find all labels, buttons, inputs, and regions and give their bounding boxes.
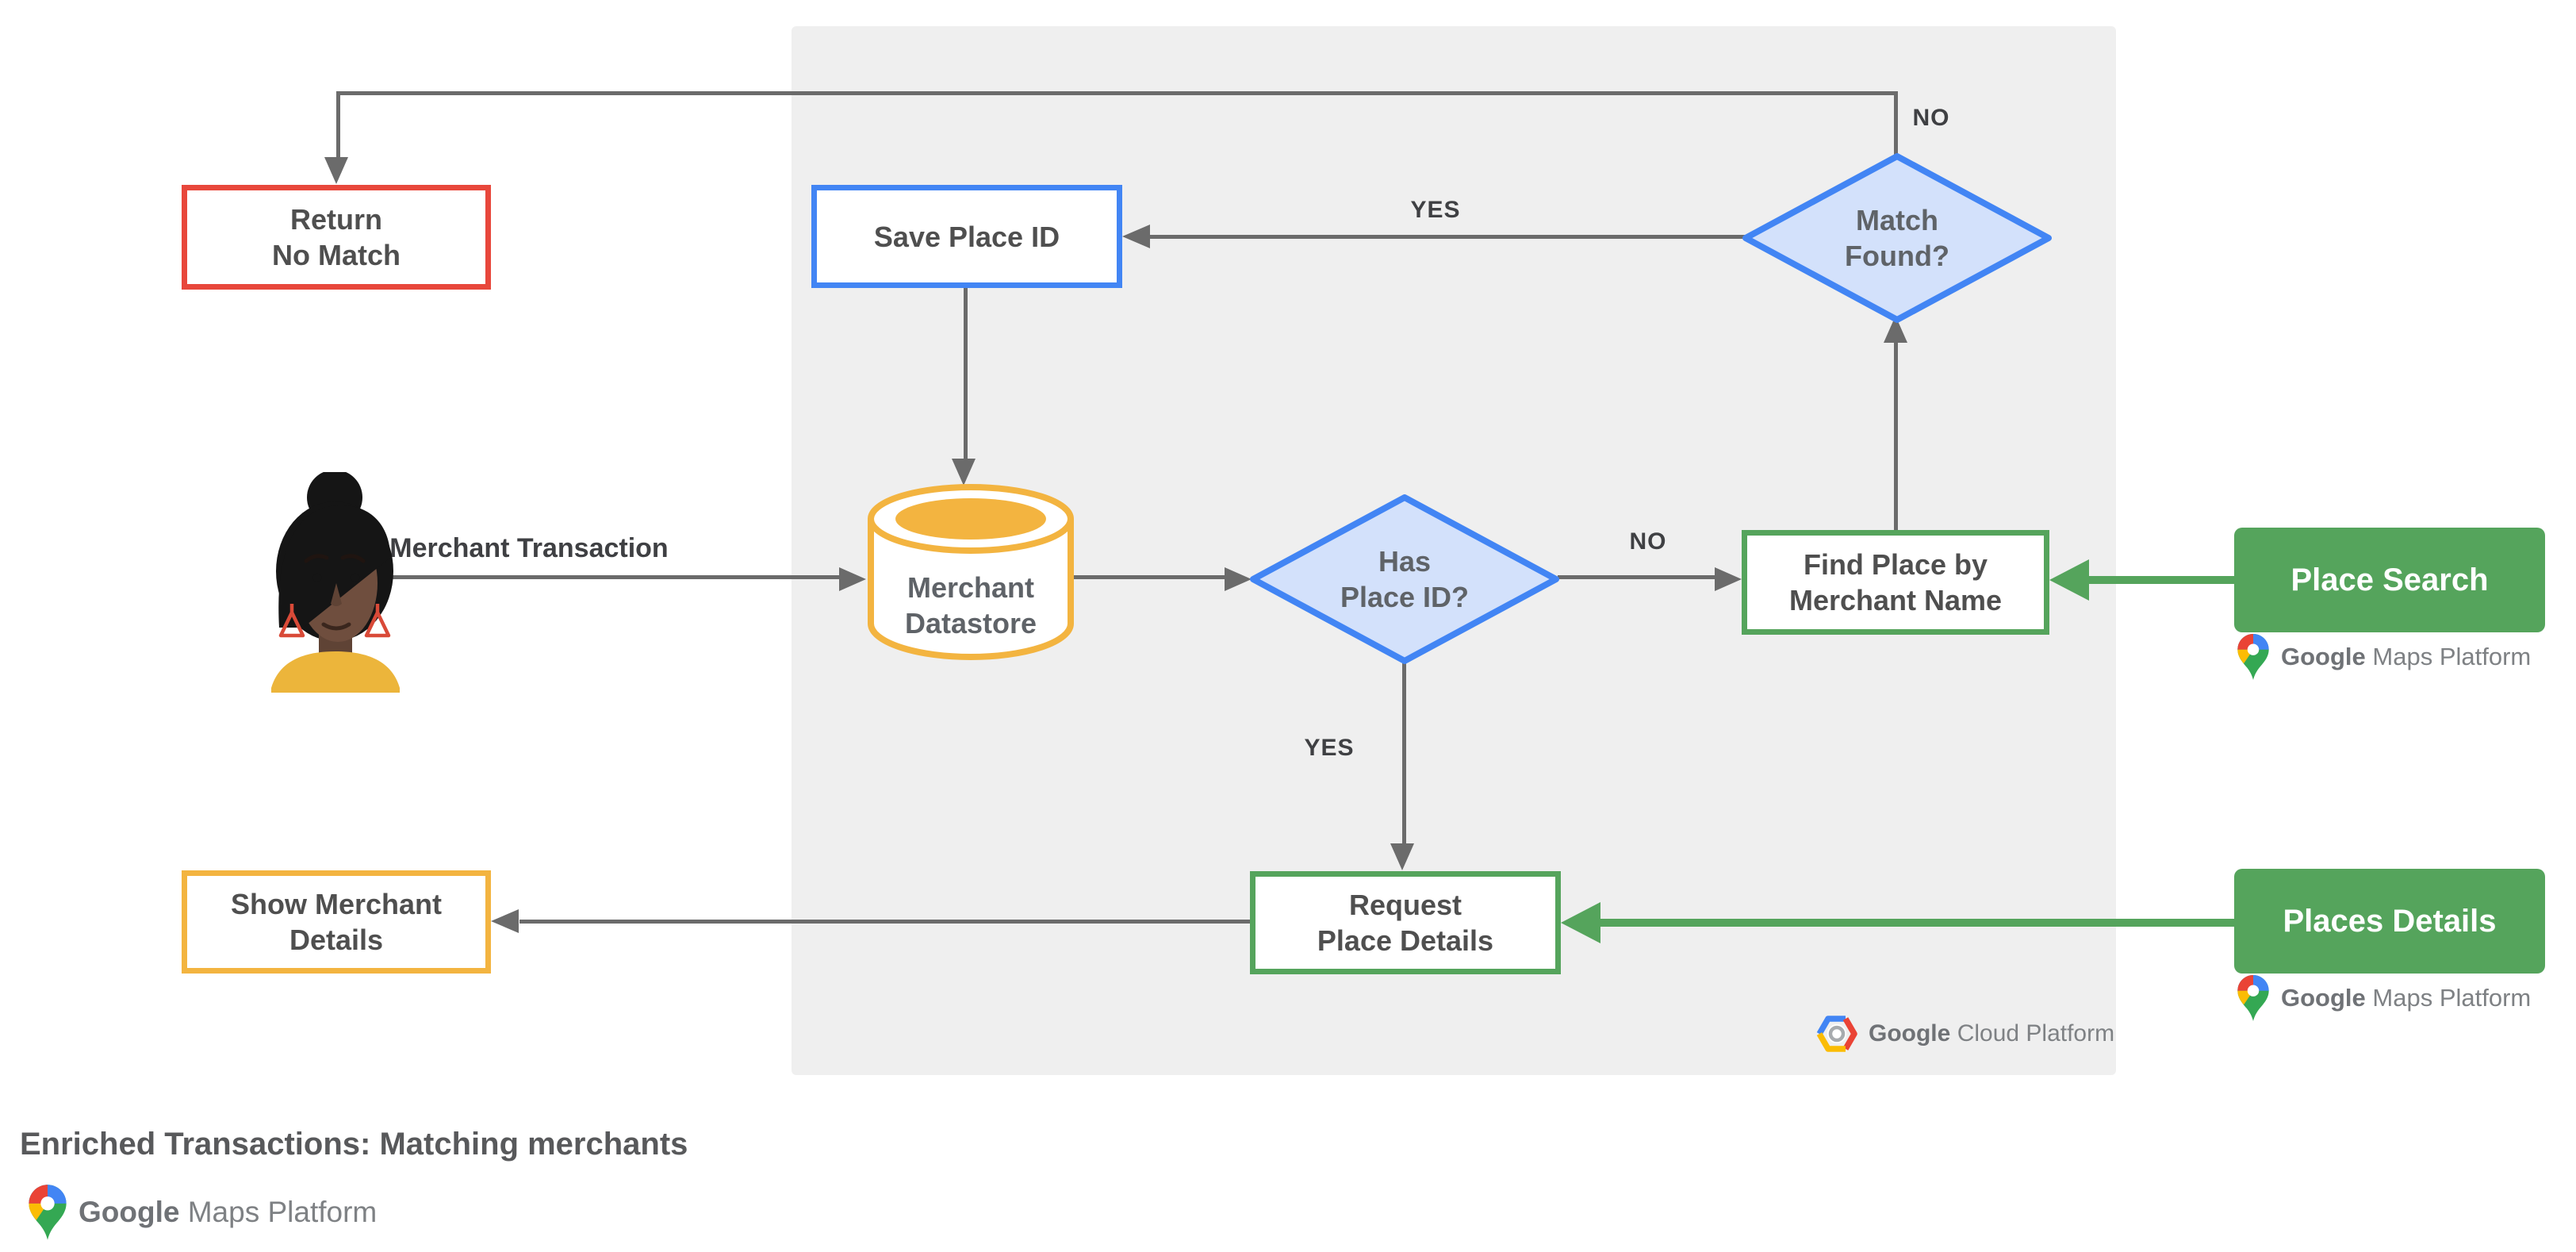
edge-request-to-show-arrowhead [491, 909, 519, 933]
diamond-shape [1250, 494, 1559, 664]
label-no-top: NO [1912, 105, 1950, 131]
node-show-merchant-details: Show Merchant Details [182, 870, 491, 974]
node-places-details-label: Places Details [2283, 904, 2497, 939]
edge-saveplaceid-to-datastore [964, 288, 968, 460]
node-has-place-id: Has Place ID? [1249, 494, 1560, 665]
edge-yes-to-request [1402, 662, 1406, 845]
edge-request-to-show [519, 920, 1250, 924]
node-place-search-label: Place Search [2290, 563, 2489, 597]
edge-saveplaceid-to-datastore-arrowhead [952, 459, 976, 486]
node-return-no-match: Return No Match [182, 185, 491, 290]
gmp-logo-google-text: Google [2281, 984, 2366, 1012]
label-yes-top: YES [1410, 197, 1461, 223]
edge-yes-to-request-arrowhead [1390, 843, 1414, 870]
edge-yes-to-saveplaceid-arrowhead [1122, 225, 1150, 248]
node-has-place-id-line1: Has [1378, 545, 1432, 578]
edge-no-to-findplace [1558, 575, 1716, 579]
cylinder-shape [868, 484, 1074, 660]
edge-no-feedback-up [1894, 93, 1898, 156]
node-places-details: Places Details [2234, 869, 2545, 974]
label-merchant-transaction: Merchant Transaction [389, 533, 669, 563]
node-match-found-line1: Match [1855, 204, 1938, 236]
diamond-shape [1742, 153, 2052, 323]
merchant-user-avatar [268, 470, 403, 693]
edge-findplace-to-matchfound [1894, 343, 1898, 530]
gmp-logo-rest-text: Maps Platform [187, 1196, 378, 1228]
edge-placesdetails-to-request [1596, 919, 2234, 927]
edge-yes-to-saveplaceid [1150, 235, 1746, 239]
node-has-place-id-line2: Place ID? [1340, 581, 1470, 613]
edge-merchant-transaction [361, 575, 839, 579]
edge-no-feedback-arrowhead [324, 157, 348, 184]
google-maps-pin-icon [2237, 975, 2269, 1021]
node-find-place-line1: Find Place by [1803, 548, 1988, 581]
gmp-logo-rest-text: Maps Platform [2372, 984, 2532, 1012]
edge-placesdetails-to-request-arrowhead [1561, 902, 1600, 943]
node-merchant-datastore: Merchant Datastore [867, 482, 1075, 663]
gcp-logo: Google Cloud Platform [1816, 1016, 2114, 1052]
node-request-place-details-line1: Request [1348, 889, 1462, 921]
node-find-place: Find Place by Merchant Name [1742, 530, 2049, 635]
diagram-title: Enriched Transactions: Matching merchant… [20, 1127, 688, 1162]
edge-datastore-to-hasplaceid-arrowhead [1225, 567, 1252, 591]
node-find-place-line2: Merchant Name [1788, 584, 2003, 616]
node-request-place-details: Request Place Details [1250, 871, 1561, 974]
edge-no-feedback-down [336, 93, 340, 158]
edge-no-to-findplace-arrowhead [1715, 567, 1742, 591]
edge-merchant-transaction-arrowhead [839, 567, 866, 591]
google-maps-pin-icon [29, 1185, 67, 1240]
node-match-found-line2: Found? [1845, 240, 1949, 272]
edge-no-feedback-across [336, 91, 1898, 95]
node-match-found: Match Found? [1742, 152, 2053, 324]
node-place-search: Place Search [2234, 528, 2545, 632]
node-merchant-datastore-line1: Merchant [907, 571, 1035, 604]
gmp-logo-places-details: Google Maps Platform [2237, 974, 2531, 1022]
node-show-merchant-details-line2: Details [289, 924, 384, 956]
edge-placesearch-to-findplace-arrowhead [2049, 559, 2089, 601]
node-show-merchant-details-line1: Show Merchant [230, 888, 443, 920]
gmp-logo-rest-text: Maps Platform [2372, 643, 2532, 670]
node-save-place-id-label: Save Place ID [873, 220, 1060, 253]
gmp-logo-place-search: Google Maps Platform [2237, 633, 2531, 681]
node-merchant-datastore-line2: Datastore [904, 607, 1037, 639]
node-save-place-id: Save Place ID [811, 185, 1122, 288]
gcp-logo-rest-text: Cloud Platform [1957, 1020, 2115, 1047]
node-request-place-details-line2: Place Details [1317, 924, 1494, 957]
gcp-logo-google-text: Google [1869, 1020, 1951, 1047]
google-maps-pin-icon [2237, 634, 2269, 680]
gmp-logo-footer: Google Maps Platform [28, 1184, 377, 1241]
node-return-no-match-line2: No Match [272, 239, 401, 271]
label-yes-mid: YES [1304, 735, 1355, 761]
person-illustration [271, 470, 400, 693]
node-return-no-match-line1: Return [290, 203, 382, 236]
edge-placesearch-to-findplace [2084, 576, 2234, 584]
edge-datastore-to-hasplaceid [1074, 575, 1226, 579]
gmp-logo-google-text: Google [79, 1196, 180, 1228]
label-no-mid: NO [1629, 528, 1667, 555]
gmp-logo-google-text: Google [2281, 643, 2366, 670]
google-cloud-hexagon-icon [1816, 1016, 1857, 1052]
